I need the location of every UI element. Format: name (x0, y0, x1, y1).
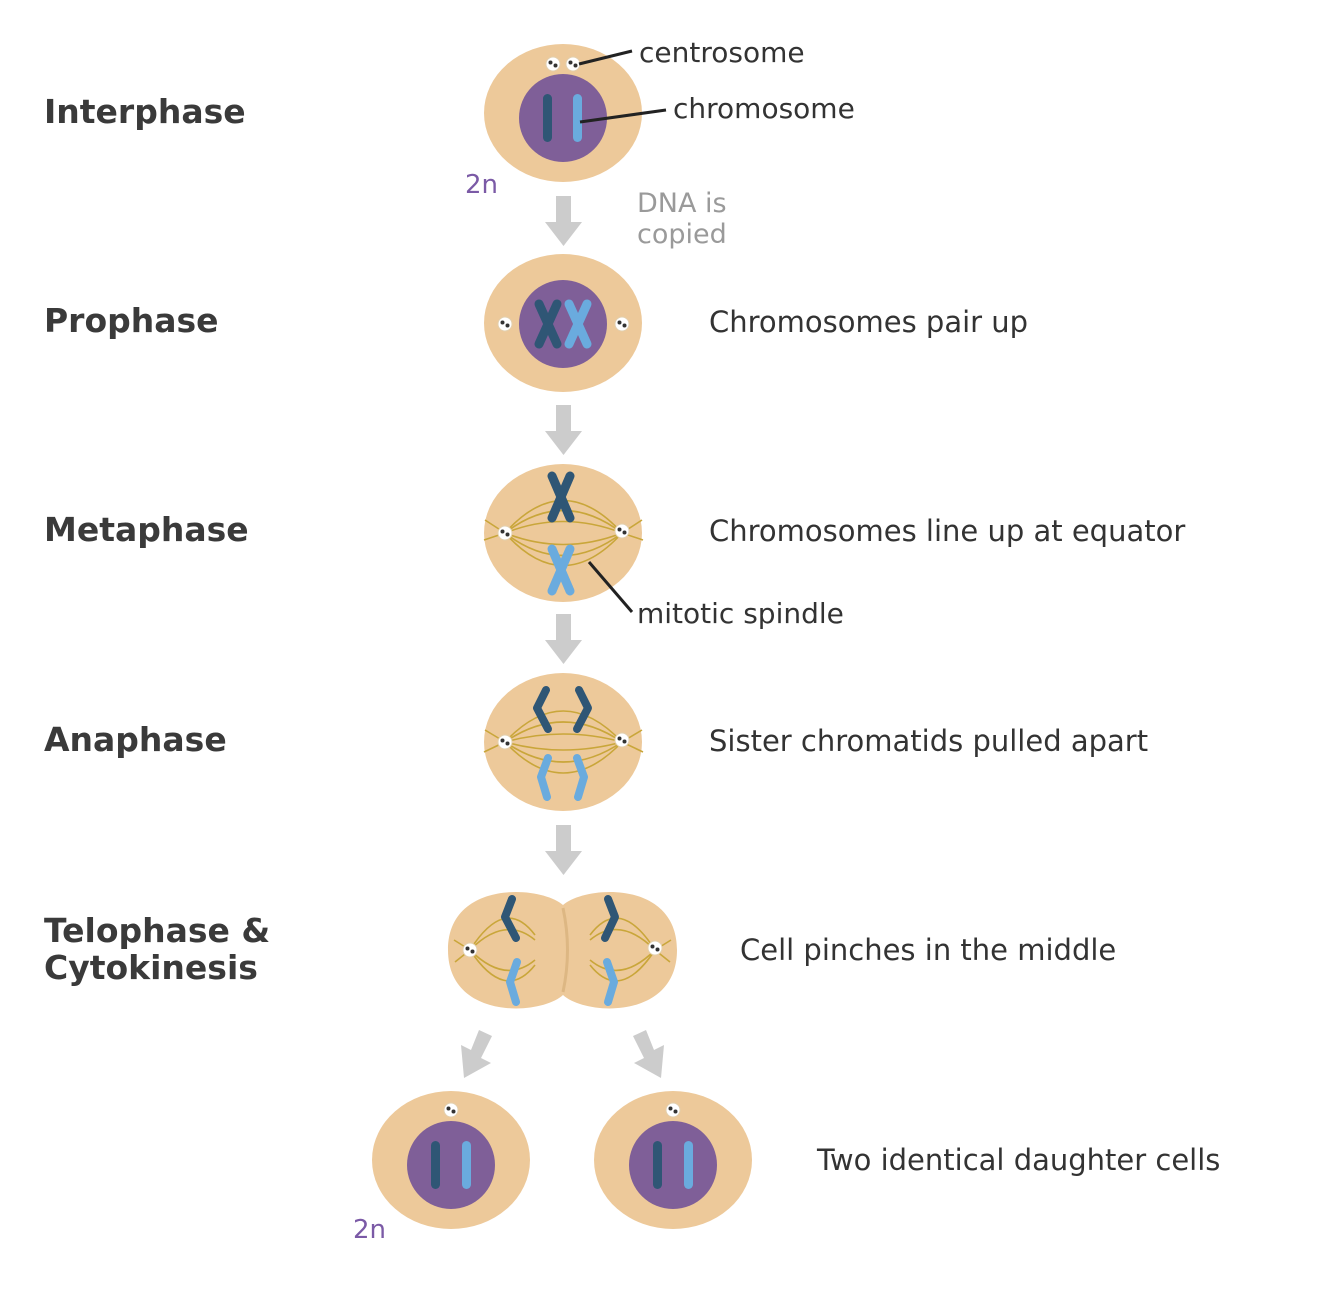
chromosome-callout-label: chromosome (673, 92, 855, 125)
stage-label-telophase-line1: Telophase & (44, 911, 271, 950)
daughter-cell-left (372, 1091, 530, 1229)
daughter-cell-right (594, 1091, 752, 1229)
centrosome-icon (545, 56, 561, 72)
mitotic-spindle-callout-label: mitotic spindle (637, 597, 844, 630)
centrosome-icon (497, 525, 513, 541)
centrosome-icon (497, 734, 513, 750)
stage-label-metaphase: Metaphase (44, 510, 249, 549)
anaphase-cell (483, 673, 644, 811)
arrow-down-icon (545, 196, 582, 246)
prophase-description: Chromosomes pair up (709, 305, 1029, 339)
arrow-down-icon (545, 825, 582, 875)
anaphase-description: Sister chromatids pulled apart (709, 724, 1149, 758)
chromosome-pointer (579, 108, 667, 124)
metaphase-description: Chromosomes line up at equator (709, 514, 1186, 548)
arrow-down-left-icon (461, 1030, 492, 1078)
dna-note-line1: DNA is (637, 188, 727, 219)
stage-label-telophase-line2: Cytokinesis (44, 948, 258, 987)
centrosome-icon (565, 56, 581, 72)
ploidy-label-top: 2n (465, 170, 499, 200)
mitotic-spindle-pointer (587, 561, 634, 613)
centrosome-icon (647, 940, 663, 956)
centrosome-icon (614, 316, 630, 332)
stage-label-interphase: Interphase (44, 92, 246, 131)
centrosome-icon (462, 942, 478, 958)
centrosome-icon (614, 523, 630, 539)
centrosome-icon (497, 316, 513, 332)
dna-note-line2: copied (637, 219, 727, 250)
centrosome-icon (614, 732, 630, 748)
centrosome-pointer (578, 49, 633, 66)
metaphase-cell (483, 464, 644, 602)
arrow-down-icon (545, 405, 582, 455)
stage-label-prophase: Prophase (44, 301, 219, 340)
stage-label-anaphase: Anaphase (44, 720, 227, 759)
centrosome-callout-label: centrosome (639, 36, 805, 69)
ploidy-label-bottom: 2n (353, 1215, 387, 1245)
telophase-description: Cell pinches in the middle (740, 933, 1117, 967)
interphase-cell (484, 44, 642, 182)
prophase-cell (484, 254, 642, 392)
centrosome-icon (443, 1102, 459, 1118)
centrosome-icon (665, 1102, 681, 1118)
arrow-down-right-icon (633, 1030, 664, 1078)
arrow-down-icon (545, 614, 582, 664)
telophase-cell (448, 891, 677, 1009)
daughter-cells-description: Two identical daughter cells (817, 1143, 1221, 1177)
